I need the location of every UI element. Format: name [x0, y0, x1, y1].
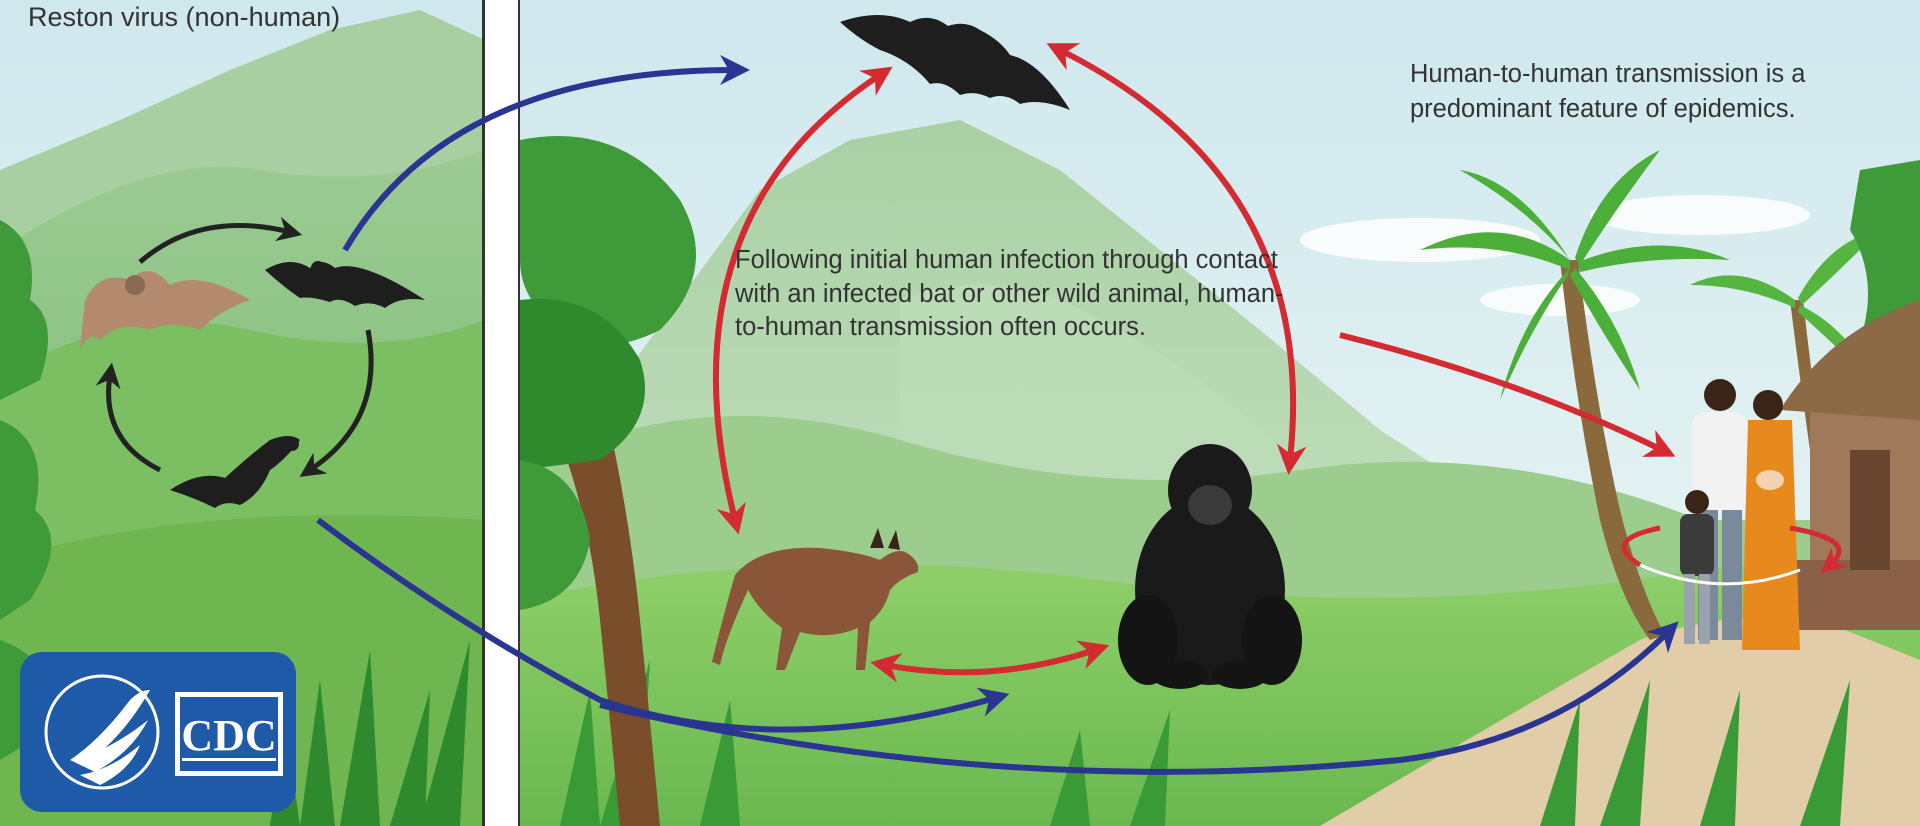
- caption-initial-infection: Following initial human infection throug…: [735, 244, 1295, 345]
- panel-title: Reston virus (non-human): [28, 2, 340, 33]
- cdc-logo: CDC: [20, 652, 296, 812]
- cdc-logo-text: CDC: [181, 711, 276, 760]
- caption-epidemics: Human-to-human transmission is a predomi…: [1410, 57, 1890, 126]
